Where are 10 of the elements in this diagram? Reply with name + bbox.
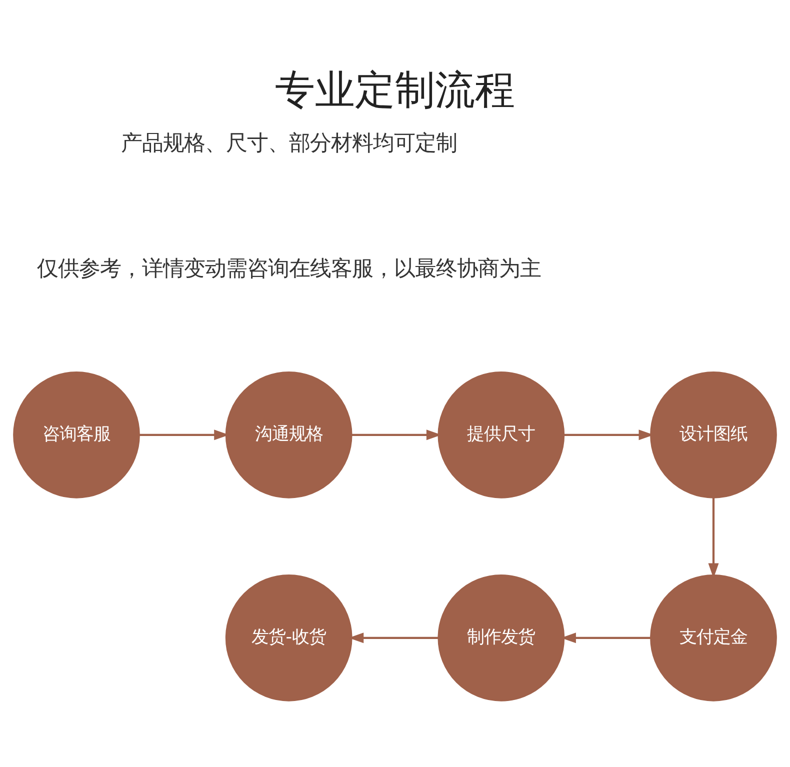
label: 仅供参考，详情变动需咨询在线客服，以最终协商为主 (36, 256, 541, 282)
node-circle: 提供尺寸 (438, 371, 565, 498)
node-circle: 制作发货 (438, 574, 565, 702)
label: 产品规格、尺寸、部分材料均可定制 (120, 131, 457, 156)
node-circle: 咨询客服 (13, 371, 140, 498)
node-circle: 沟通规格 (225, 371, 352, 498)
node-circle: 设计图纸 (650, 371, 777, 498)
node-circle: 发货-收货 (225, 574, 352, 702)
node-circle: 支付定金 (650, 574, 777, 702)
diagram-title: 专业定制流程 (275, 68, 515, 114)
